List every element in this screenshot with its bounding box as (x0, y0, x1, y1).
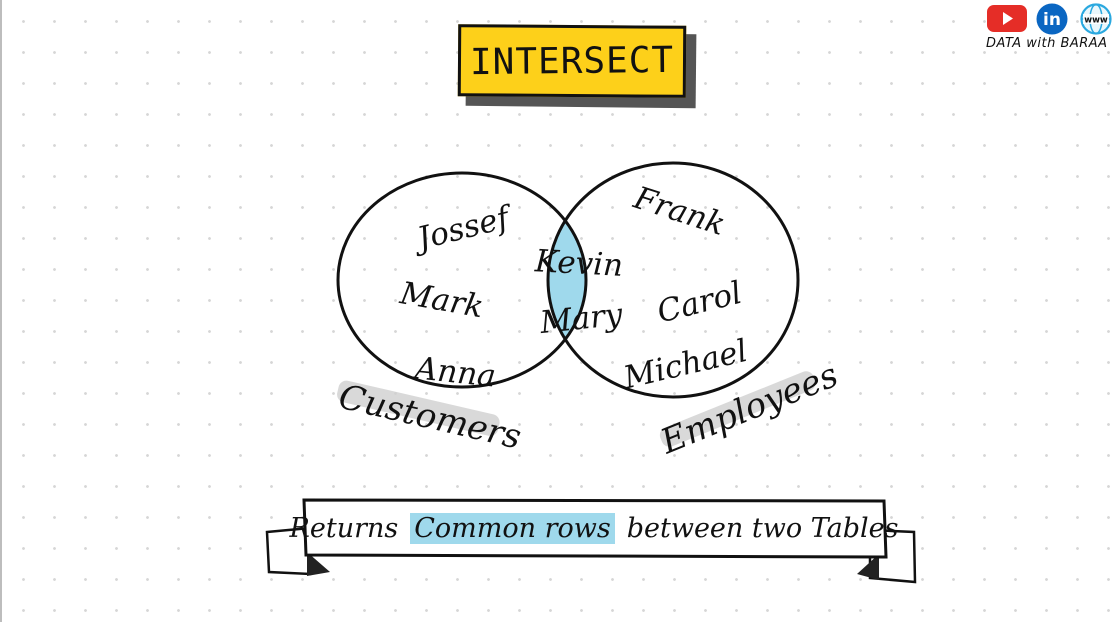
brand-block: in www DATA with BARAA (980, 0, 1117, 60)
label-shadow (659, 371, 816, 447)
diagram-title: INTERSECT (469, 39, 675, 83)
employee-name: Michael (619, 333, 751, 397)
website-icon[interactable]: www (1080, 3, 1116, 37)
caption-suffix: between two Tables (626, 512, 899, 544)
common-name: Mary (537, 297, 624, 342)
employee-name: Carol (654, 275, 746, 331)
youtube-icon[interactable] (986, 3, 1028, 33)
customer-name: Mark (396, 275, 486, 325)
customers-label-group: Customers (335, 377, 525, 458)
customer-name: Anna (410, 350, 497, 395)
website-icon-label: www (1084, 16, 1108, 26)
caption-highlight: Common rows (410, 512, 615, 544)
linkedin-icon[interactable]: in (1035, 3, 1071, 39)
title-plaque: INTERSECT (457, 24, 687, 98)
page-edge-rule (0, 0, 2, 622)
caption-prefix: Returns (289, 512, 399, 544)
customer-name: Jossef (408, 198, 518, 258)
linkedin-icon-label: in (1043, 10, 1061, 30)
employee-name: Frank (629, 180, 730, 243)
brand-name: DATA with BARAA (986, 36, 1108, 51)
venn-diagram: Jossef Mark Anna Kevin Mary Frank Carol … (335, 161, 840, 463)
employees-set-circle (546, 161, 800, 399)
customers-set-circle (336, 171, 588, 389)
common-name: Kevin (533, 243, 624, 284)
customers-set-label: Customers (335, 377, 525, 458)
label-shadow (337, 380, 500, 437)
ribbon-caption: Returns Common rows between two Tables (290, 505, 898, 551)
